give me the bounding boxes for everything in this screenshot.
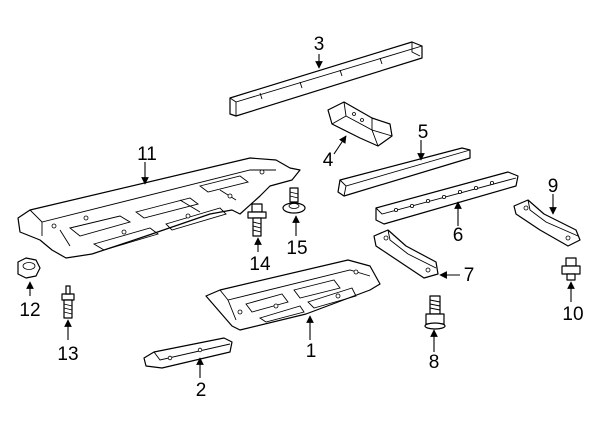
part-6-rail: [375, 171, 519, 225]
part-8-bolt: [424, 295, 446, 330]
part-14-bolt: [247, 203, 267, 237]
callout-2: 2: [196, 380, 207, 401]
part-2-bracket: [143, 337, 233, 369]
part-13-bolt: [61, 285, 75, 319]
callout-9: 9: [548, 176, 559, 197]
callout-13: 13: [57, 344, 78, 365]
callout-12: 12: [19, 300, 40, 321]
callout-7: 7: [464, 265, 475, 286]
callout-8: 8: [429, 352, 440, 373]
callout-3: 3: [314, 34, 325, 55]
callout-15: 15: [286, 238, 307, 259]
part-15-bolt: [282, 187, 306, 214]
callout-lines: [26, 54, 575, 378]
callout-11: 11: [137, 144, 157, 165]
callout-6: 6: [453, 225, 464, 246]
part-11-floor-pan: [17, 157, 301, 259]
part-10-bolt: [561, 257, 581, 281]
callout-1: 1: [306, 341, 317, 362]
part-9-bracket: [513, 199, 581, 247]
part-7-bracket: [373, 229, 439, 279]
part-3-rail: [229, 41, 423, 117]
part-1-floor-panel: [205, 259, 381, 331]
callout-5: 5: [418, 122, 429, 143]
part-5-rail: [337, 147, 471, 197]
callout-labels: 3 4 5 6 7 8 9 10 11 12 13 14 15 1 2: [19, 34, 583, 401]
callout-10: 10: [562, 304, 583, 325]
callout-line-4: [333, 135, 347, 155]
callout-14: 14: [249, 254, 271, 275]
part-4-bracket: [327, 101, 393, 147]
part-12-nut: [17, 257, 41, 279]
callout-4: 4: [323, 150, 334, 171]
